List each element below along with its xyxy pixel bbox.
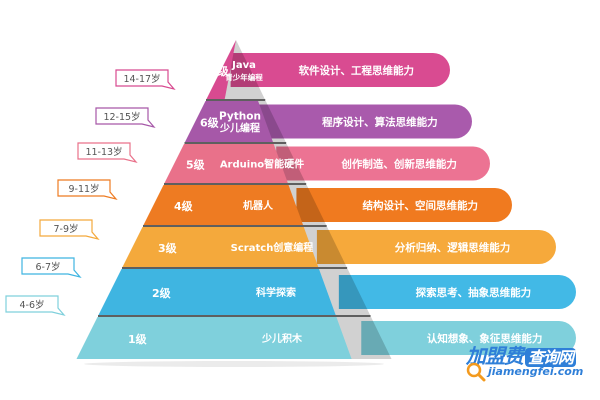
pyramid-layer (185, 101, 273, 142)
watermark-logo: 加盟费查询网 jiamengfei.com (466, 340, 584, 384)
age-label: 14-17岁 (123, 73, 160, 85)
age-label: 6-7岁 (35, 261, 60, 273)
age-tag (5, 295, 66, 317)
level-label: 1级 (128, 332, 148, 346)
age-label: 7-9岁 (53, 223, 78, 235)
pyramid-layer (98, 269, 336, 315)
ability-label: 分析归纳、逻辑思维能力 (395, 241, 511, 254)
ability-bar (255, 104, 472, 139)
ability-bar (230, 53, 450, 87)
age-tag (115, 69, 176, 91)
course-label: Python (219, 111, 261, 123)
pyramid-layer (206, 40, 236, 99)
course-sub-label: 少儿编程 (219, 122, 260, 135)
course-label: Scratch创意编程 (231, 241, 314, 254)
ability-bar (316, 230, 556, 264)
age-tag (95, 107, 156, 129)
ability-label: 探索思考、抽象思维能力 (416, 286, 532, 299)
course-sub-label: 青少年编程 (225, 72, 263, 82)
age-tag (21, 257, 82, 279)
level-label: 3级 (158, 241, 178, 255)
course-label: 科学探索 (256, 286, 296, 299)
ability-bar (276, 146, 490, 181)
pyramid-layer-side (336, 317, 392, 359)
ability-label: 结构设计、空间思维能力 (362, 199, 478, 212)
age-label: 11-13岁 (85, 146, 122, 158)
pyramid-layer-side (224, 40, 265, 99)
level-label: 7级 (210, 64, 230, 78)
pyramid-layer-side (258, 101, 286, 142)
level-label: 6级 (200, 116, 220, 130)
ability-label: 软件设计、工程思维能力 (299, 64, 415, 77)
watermark-url: jiamengfei.com (488, 365, 584, 378)
level-label: 4级 (174, 199, 194, 213)
course-label: Arduino智能硬件 (220, 158, 304, 171)
age-tag (39, 219, 100, 241)
age-label: 9-11岁 (68, 183, 99, 195)
level-label: 2级 (152, 286, 172, 300)
course-label: Java (231, 60, 256, 71)
magnifier-icon (466, 362, 486, 382)
age-label: 4-6岁 (19, 299, 44, 311)
pyramid-layer (122, 227, 319, 267)
age-tag (77, 142, 138, 164)
pyramid-layer (164, 144, 288, 183)
pyramid-layer-side (303, 227, 347, 267)
ability-bar (296, 188, 512, 222)
age-label: 12-15岁 (103, 111, 140, 123)
pyramid-layer (76, 317, 352, 359)
age-tag (57, 179, 118, 201)
course-label: 机器人 (243, 199, 274, 212)
age-tags: 14-17岁 12-15岁 11-13岁 9-11岁 7-9岁 6-7岁 4-6岁 (5, 69, 176, 317)
ability-label: 认知想象、象征思维能力 (427, 332, 543, 345)
pyramid-layer-side (319, 269, 371, 315)
ability-label: 程序设计、算法思维能力 (322, 116, 438, 129)
pyramid-layer-side (273, 144, 306, 183)
pyramid-shadow (84, 361, 384, 367)
ability-label: 创作制造、创新思维能力 (340, 158, 457, 171)
watermark-name: 加盟费查询网 (466, 340, 577, 369)
course-label: 少儿积木 (261, 332, 303, 345)
ability-bars: 软件设计、工程思维能力程序设计、算法思维能力创作制造、创新思维能力结构设计、空间… (230, 53, 576, 355)
level-label: 5级 (186, 158, 206, 172)
pyramid-layer-side (288, 185, 327, 225)
ability-bar (338, 275, 576, 309)
ability-bar (361, 321, 576, 355)
watermark-name-b: 查询网 (525, 348, 577, 367)
pyramid-layer (143, 185, 304, 225)
